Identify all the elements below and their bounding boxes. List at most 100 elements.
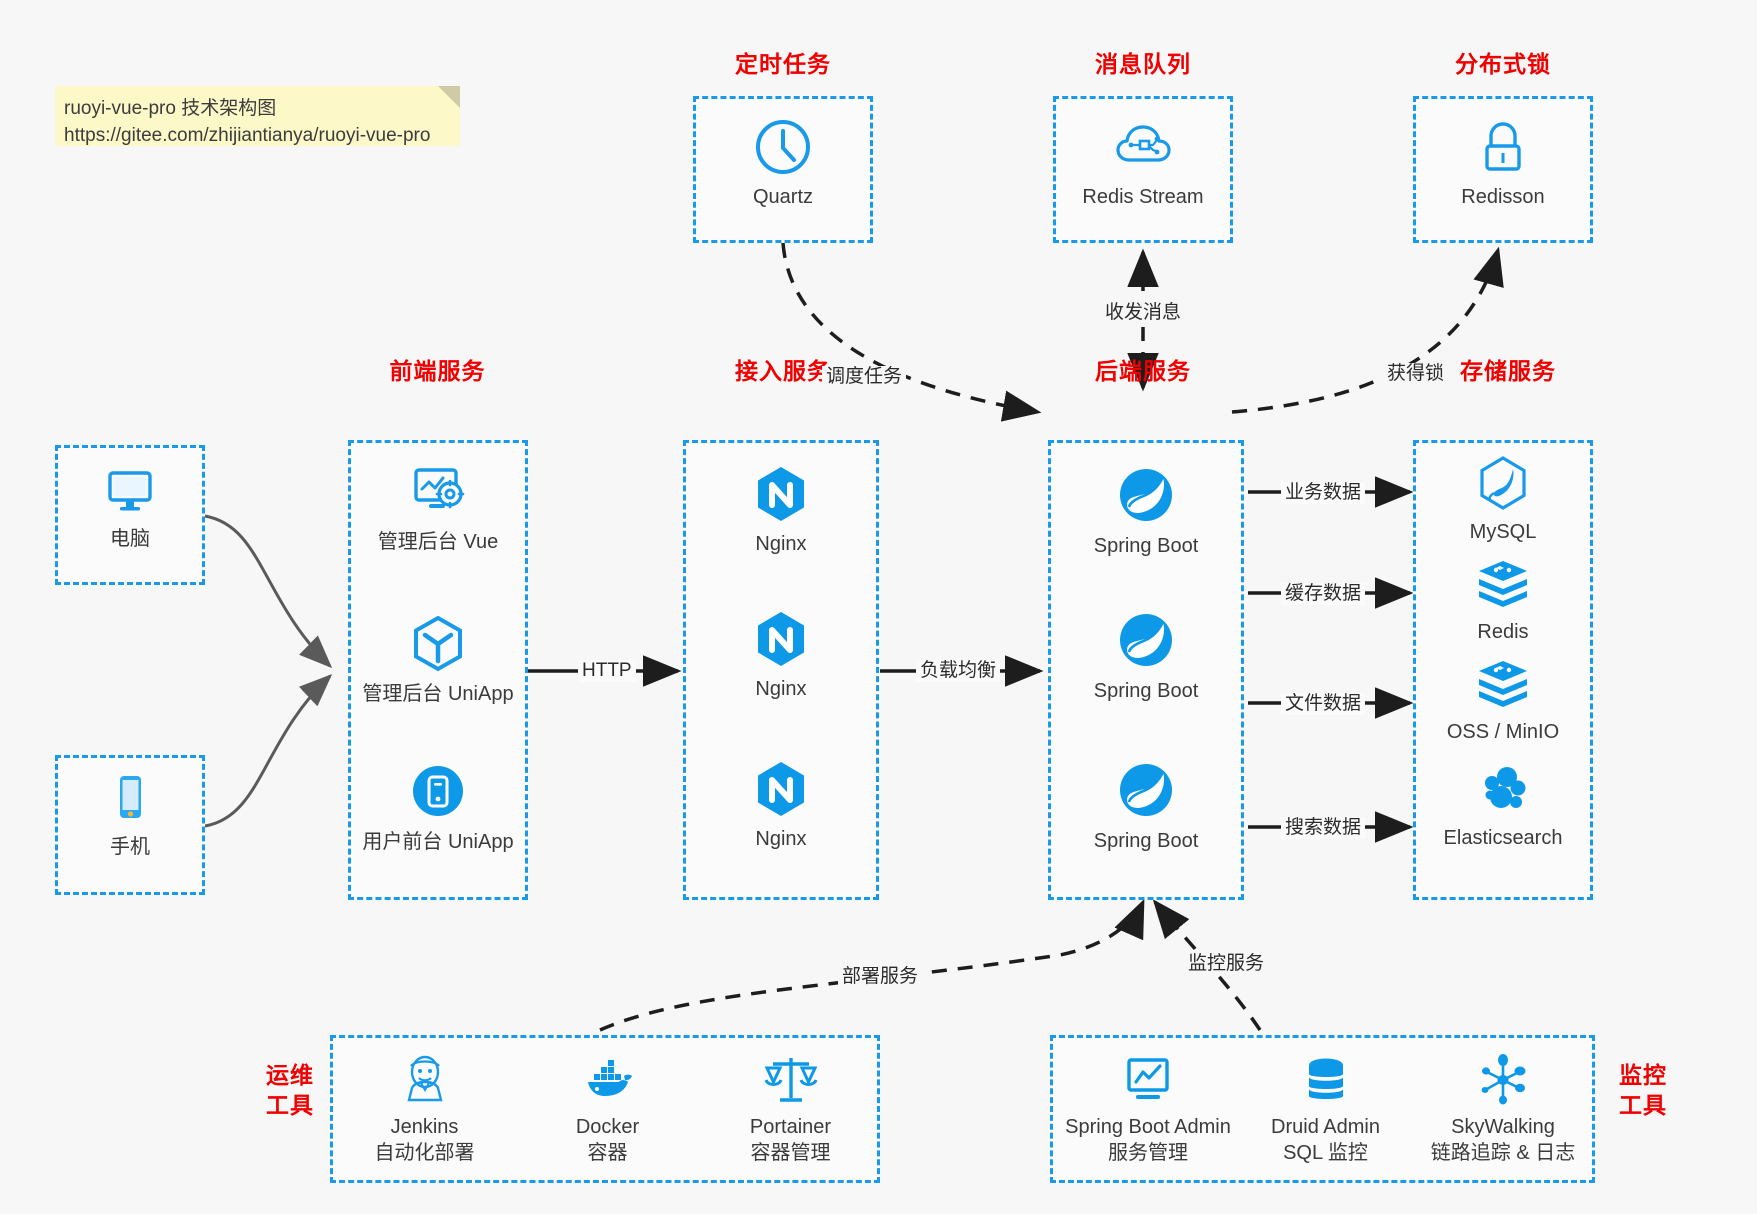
- node-mobile[interactable]: 手机: [58, 770, 202, 860]
- database-cylinder-icon: [1308, 1058, 1343, 1099]
- node-label: Spring Boot: [1093, 830, 1199, 852]
- diagram-note: ruoyi-vue-pro 技术架构图 https://gitee.com/zh…: [55, 86, 460, 146]
- skywalking-network-icon: [1481, 1054, 1526, 1105]
- node-label: Spring Boot: [1093, 535, 1199, 557]
- edge-label-load-balance: 负载均衡: [916, 660, 1001, 682]
- node-skywalking[interactable]: SkyWalking 链路追踪 & 日志: [1408, 1052, 1598, 1166]
- nginx-icon: [758, 612, 804, 666]
- group-box-schedule: Quartz: [693, 96, 873, 243]
- edge-label-schedule-task: 调度任务: [822, 366, 907, 388]
- node-springboot-1[interactable]: Spring Boot: [1051, 463, 1241, 559]
- group-box-client-desktop: 电脑: [55, 445, 205, 585]
- portainer-scales-icon: [764, 1058, 817, 1102]
- group-title-backend: 后端服务: [1095, 358, 1191, 384]
- group-box-backend: Spring Boot Spring Boot Spring Boot: [1048, 440, 1244, 900]
- group-box-devops: Jenkins 自动化部署 Docker 容器: [330, 1035, 880, 1183]
- node-admin-vue[interactable]: 管理后台 Vue: [351, 461, 525, 555]
- group-title-frontend: 前端服务: [389, 358, 486, 384]
- node-label: Nginx: [755, 828, 807, 850]
- node-oss-minio[interactable]: OSS / MinIO: [1416, 655, 1590, 745]
- clock-icon: [756, 120, 810, 174]
- node-nginx-1[interactable]: Nginx: [686, 463, 876, 557]
- edge-label-search-data: 搜索数据: [1281, 817, 1366, 839]
- node-redisson[interactable]: Redisson: [1416, 116, 1590, 210]
- group-title-gateway: 接入服务: [735, 358, 831, 384]
- edge-label-acquire-lock: 获得锁: [1383, 363, 1449, 385]
- lock-icon: [1485, 122, 1521, 171]
- node-springboot-2[interactable]: Spring Boot: [1051, 608, 1241, 704]
- node-sublabel: 自动化部署: [374, 1142, 475, 1164]
- node-sublabel: 链路追踪 & 日志: [1430, 1142, 1576, 1164]
- nginx-icon: [758, 762, 804, 816]
- desktop-monitor-icon: [108, 471, 152, 511]
- node-label: Nginx: [755, 533, 807, 555]
- uniapp-hexagon-icon: [414, 615, 462, 672]
- jenkins-butler-icon: [406, 1055, 443, 1102]
- elasticsearch-icon: [1485, 767, 1526, 808]
- node-docker[interactable]: Docker 容器: [516, 1052, 699, 1166]
- group-box-monitoring: Spring Boot Admin 服务管理 Druid Admin SQL 监…: [1050, 1035, 1595, 1183]
- edge-label-file-data: 文件数据: [1281, 693, 1366, 715]
- node-jenkins[interactable]: Jenkins 自动化部署: [333, 1052, 516, 1166]
- node-label: 电脑: [110, 528, 150, 550]
- node-label: Elasticsearch: [1443, 827, 1563, 849]
- node-mysql[interactable]: MySQL: [1416, 455, 1590, 545]
- edge-label-business-data: 业务数据: [1281, 482, 1366, 504]
- group-title-lock: 分布式锁: [1455, 51, 1551, 77]
- object-storage-stack-icon: [1479, 661, 1527, 707]
- node-spring-boot-admin[interactable]: Spring Boot Admin 服务管理: [1053, 1052, 1243, 1166]
- note-line-2: https://gitee.com/zhijiantianya/ruoyi-vu…: [64, 125, 431, 146]
- node-label: Docker: [575, 1116, 640, 1138]
- redis-stack-icon: [1479, 561, 1527, 607]
- node-nginx-2[interactable]: Nginx: [686, 608, 876, 702]
- group-box-mq: Redis Stream: [1053, 96, 1233, 243]
- node-label: Jenkins: [390, 1116, 459, 1138]
- edge-label-http: HTTP: [578, 660, 636, 682]
- mobile-app-circle-icon: [413, 766, 463, 816]
- note-fold-corner: [438, 86, 460, 108]
- node-admin-uniapp[interactable]: 管理后台 UniApp: [351, 613, 525, 707]
- group-title-monitoring: 监控 工具: [1608, 1060, 1678, 1120]
- node-desktop[interactable]: 电脑: [58, 462, 202, 552]
- monitor-chart-icon: [1127, 1058, 1169, 1099]
- node-label: Spring Boot Admin: [1065, 1116, 1231, 1138]
- group-title-devops: 运维 工具: [255, 1060, 325, 1120]
- node-label: MySQL: [1469, 521, 1537, 543]
- group-title-devops-line1: 运维: [266, 1062, 314, 1088]
- node-nginx-3[interactable]: Nginx: [686, 758, 876, 852]
- node-label: Quartz: [752, 186, 814, 208]
- node-label: Druid Admin: [1271, 1116, 1380, 1138]
- node-quartz[interactable]: Quartz: [696, 116, 870, 210]
- group-box-storage: MySQL Redis OSS / MinIO: [1413, 440, 1593, 900]
- edge-label-cache-data: 缓存数据: [1281, 583, 1366, 605]
- group-title-storage: 存储服务: [1460, 358, 1556, 384]
- node-sublabel: 容器管理: [750, 1142, 831, 1164]
- node-label: Redis Stream: [1082, 186, 1204, 208]
- node-label: 用户前台 UniApp: [362, 831, 514, 853]
- node-label: 管理后台 Vue: [377, 531, 499, 553]
- node-portainer[interactable]: Portainer 容器管理: [699, 1052, 882, 1166]
- spring-boot-icon: [1120, 469, 1172, 521]
- group-box-frontend: 管理后台 Vue 管理后台 UniApp 用户前台 UniApp: [348, 440, 528, 900]
- group-box-lock: Redisson: [1413, 96, 1593, 243]
- node-druid-admin[interactable]: Druid Admin SQL 监控: [1243, 1052, 1408, 1166]
- node-redis[interactable]: Redis: [1416, 555, 1590, 645]
- dashboard-gear-icon: [414, 468, 465, 509]
- spring-boot-icon: [1120, 614, 1172, 666]
- group-title-devops-line2: 工具: [266, 1092, 314, 1118]
- edge-label-monitor-service: 监控服务: [1184, 953, 1269, 975]
- group-title-mq: 消息队列: [1095, 51, 1191, 77]
- node-springboot-3[interactable]: Spring Boot: [1051, 758, 1241, 854]
- node-redis-stream[interactable]: Redis Stream: [1056, 116, 1230, 210]
- node-user-uniapp[interactable]: 用户前台 UniApp: [351, 761, 525, 855]
- node-sublabel: 容器: [587, 1142, 628, 1164]
- mobile-phone-icon: [120, 776, 141, 818]
- edge-label-deploy-service: 部署服务: [838, 966, 923, 988]
- group-box-client-mobile: 手机: [55, 755, 205, 895]
- node-label: OSS / MinIO: [1446, 721, 1560, 743]
- node-elasticsearch[interactable]: Elasticsearch: [1416, 761, 1590, 851]
- node-sublabel: 服务管理: [1108, 1142, 1188, 1164]
- nginx-icon: [758, 467, 804, 521]
- node-sublabel: SQL 监控: [1283, 1142, 1368, 1164]
